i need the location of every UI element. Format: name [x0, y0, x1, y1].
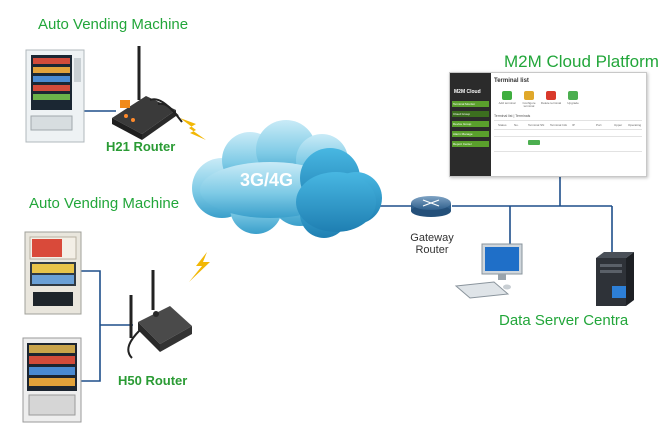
label-data-server: Data Server Centra	[499, 312, 629, 329]
signal-bolt-top	[180, 118, 206, 140]
label-gateway-line1: Gateway	[410, 232, 454, 244]
screenshot-sidebar-item: Report Center	[452, 141, 489, 147]
screenshot-sidebar-item: Device Group	[452, 121, 489, 127]
screenshot-panel-title: Terminal list	[494, 78, 529, 84]
screenshot-col: IP	[572, 123, 575, 127]
screenshot-sidebar-item: Alarm Manage	[452, 131, 489, 137]
server-tower	[596, 252, 634, 306]
vending-machine-mid	[24, 231, 82, 315]
vending-machine-bottom	[22, 337, 82, 423]
screenshot-col: Terminal SN	[528, 123, 545, 127]
vending-machine-top	[25, 49, 85, 143]
desktop-pc	[454, 243, 523, 299]
label-gateway-line2: Router	[415, 244, 449, 256]
screenshot-table-rule	[494, 151, 642, 152]
signal-bolt-bottom	[189, 252, 210, 282]
label-mid-vending-machine: Auto Vending Machine	[29, 195, 180, 212]
line-bottom-machines-to-h50	[80, 270, 133, 382]
h50-router	[127, 270, 192, 359]
screenshot-col: Upper	[614, 123, 623, 127]
label-cloud: 3G/4G	[240, 170, 294, 190]
screenshot-col: Port	[596, 123, 602, 127]
screenshot-toolbar-label: Upgrade	[567, 101, 579, 105]
screenshot-tab: Terminal list | Terminals	[494, 114, 531, 118]
label-top-vending-machine: Auto Vending Machine	[38, 16, 189, 33]
screenshot-edit-icon	[524, 91, 534, 100]
screenshot-go-button	[528, 140, 540, 145]
label-h21-router: H21 Router	[106, 139, 176, 154]
screenshot-toolbar-label: Delete terminal	[540, 101, 562, 105]
m2m-platform-screenshot: M2M Cloud Terminal Monitor Cloud Group D…	[449, 72, 647, 177]
screenshot-upgrade-icon	[568, 91, 578, 100]
label-gateway-router: Gateway Router	[410, 232, 454, 256]
screenshot-col: Operating	[628, 123, 642, 127]
h21-router	[112, 46, 183, 140]
cloud-3g4g	[192, 120, 382, 238]
label-h50-router: H50 Router	[118, 373, 188, 388]
screenshot-sidebar-title: M2M Cloud	[454, 89, 481, 95]
gateway-router-icon	[411, 196, 451, 217]
screenshot-sidebar-item: Terminal Monitor	[452, 101, 489, 107]
label-m2m-cloud-platform: M2M Cloud Platform	[504, 52, 659, 71]
connection-lines	[80, 110, 613, 382]
screenshot-table-rule	[494, 129, 642, 130]
screenshot-col: No.	[514, 123, 519, 127]
screenshot-add-icon	[502, 91, 512, 100]
screenshot-toolbar-label: Add terminal	[498, 101, 516, 105]
screenshot-col: Status	[498, 123, 507, 127]
screenshot-toolbar-label: Configure terminal	[522, 101, 536, 108]
screenshot-sidebar-item: Cloud Group	[452, 111, 489, 117]
screenshot-table-rule	[494, 136, 642, 137]
screenshot-col: Terminal Info	[550, 123, 568, 127]
screenshot-table-rule	[494, 120, 642, 121]
screenshot-delete-icon	[546, 91, 556, 100]
